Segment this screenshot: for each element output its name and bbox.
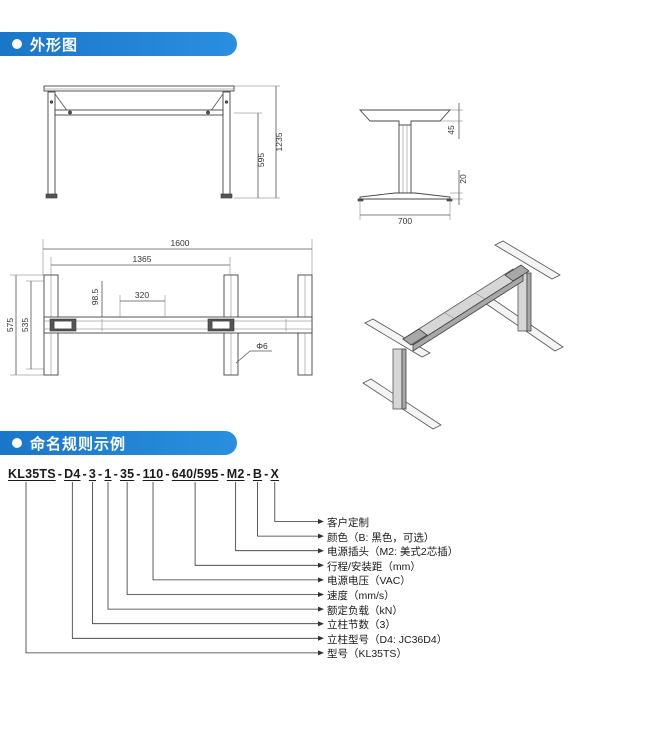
model-code-segment: 35: [119, 467, 135, 481]
legend-item: 电源插头（M2: 美式2芯插）: [327, 546, 459, 559]
dim-20: 20: [458, 174, 468, 184]
section-title-outline: 外形图: [30, 36, 79, 54]
bullet-dot-icon: [12, 438, 22, 448]
legend-item: 立柱节数（3）: [327, 619, 396, 632]
callout-line: [25, 482, 318, 654]
model-code-separator: -: [98, 467, 103, 481]
front-top-bar: [43, 85, 235, 92]
dim-595: 595: [256, 153, 266, 167]
legend-item: 速度（mm/s）: [327, 590, 395, 602]
model-code-segment: X: [270, 467, 280, 481]
arrow-icon: [318, 621, 324, 627]
dim-hole: Φ6: [256, 341, 268, 351]
top-view-drawing: 1600 1365 320 98.5 575 535 Φ6: [5, 238, 313, 376]
arrow-icon: [318, 650, 324, 656]
legend-item: 客户定制: [327, 517, 369, 529]
model-code-segment: M2: [226, 467, 245, 481]
dim-1235: 1235: [274, 132, 284, 151]
model-code-segment: D4: [64, 467, 81, 481]
legend-item: 立柱型号（D4: JC36D4）: [327, 633, 448, 646]
arrow-icon: [318, 548, 324, 554]
arrow-icon: [318, 577, 324, 583]
callout-line: [274, 482, 318, 522]
section-header-naming: 命名规则示例: [0, 431, 237, 455]
dim-535: 535: [20, 318, 30, 332]
legend-item: 电源电压（VAC）: [327, 575, 411, 588]
callout-line: [194, 482, 318, 566]
side-view-drawing: 45 20 700: [357, 103, 468, 226]
callout-line: [71, 482, 318, 639]
dim-320: 320: [135, 290, 149, 300]
model-code-segment: 3: [88, 467, 97, 481]
section-title-naming: 命名规则示例: [30, 435, 127, 453]
model-code-separator: -: [220, 467, 225, 481]
callout-line: [235, 482, 318, 552]
isometric-view-drawing: [362, 240, 564, 430]
model-code-separator: -: [57, 467, 63, 481]
legend-item: 额定负载（kN）: [327, 604, 403, 617]
iso-top-right: [494, 240, 561, 280]
callout-line: [92, 482, 318, 625]
model-code-separator: -: [136, 467, 141, 481]
arrow-icon: [318, 562, 324, 568]
dim-575: 575: [5, 318, 15, 332]
arrow-icon: [318, 592, 324, 597]
model-code-segment: 1: [104, 467, 112, 481]
model-code-separator: -: [246, 467, 251, 481]
arrow-icon: [318, 606, 324, 612]
legend-item: 行程/安装距（mm）: [327, 560, 421, 573]
arrow-icon: [318, 533, 324, 539]
front-view-drawing: 595 1235: [43, 85, 284, 199]
model-code-separator: -: [113, 467, 118, 481]
dim-1600: 1600: [171, 238, 190, 248]
model-code: KL35TS-D4-3-1-35-110-640/595-M2-B-X: [8, 467, 279, 481]
front-cross-beam: [54, 109, 224, 116]
arrow-icon: [318, 519, 324, 524]
dim-700: 700: [398, 216, 412, 226]
bullet-dot-icon: [12, 39, 22, 49]
model-code-segment: 640/595: [171, 467, 219, 481]
dim-45: 45: [446, 125, 456, 135]
callout-line: [257, 482, 318, 537]
callout-line: [152, 482, 318, 581]
dim-1365: 1365: [133, 254, 152, 264]
arrow-icon: [318, 635, 324, 641]
model-code-segment: 110: [142, 467, 164, 481]
front-foot-right: [220, 193, 233, 199]
model-code-separator: -: [165, 467, 170, 481]
model-code-separator: -: [82, 467, 87, 481]
model-code-segment: B: [252, 467, 263, 481]
section-header-outline: 外形图: [0, 32, 237, 56]
front-foot-left: [45, 193, 58, 199]
callout-line: [126, 482, 318, 595]
callout-line: [107, 482, 318, 610]
model-code-segment: KL35TS: [8, 467, 56, 481]
dim-98-5: 98.5: [90, 288, 100, 305]
legend-item: 颜色（B: 黑色，可选）: [327, 531, 435, 544]
model-code-separator: -: [264, 467, 269, 481]
legend-item: 型号（KL35TS）: [327, 648, 407, 661]
